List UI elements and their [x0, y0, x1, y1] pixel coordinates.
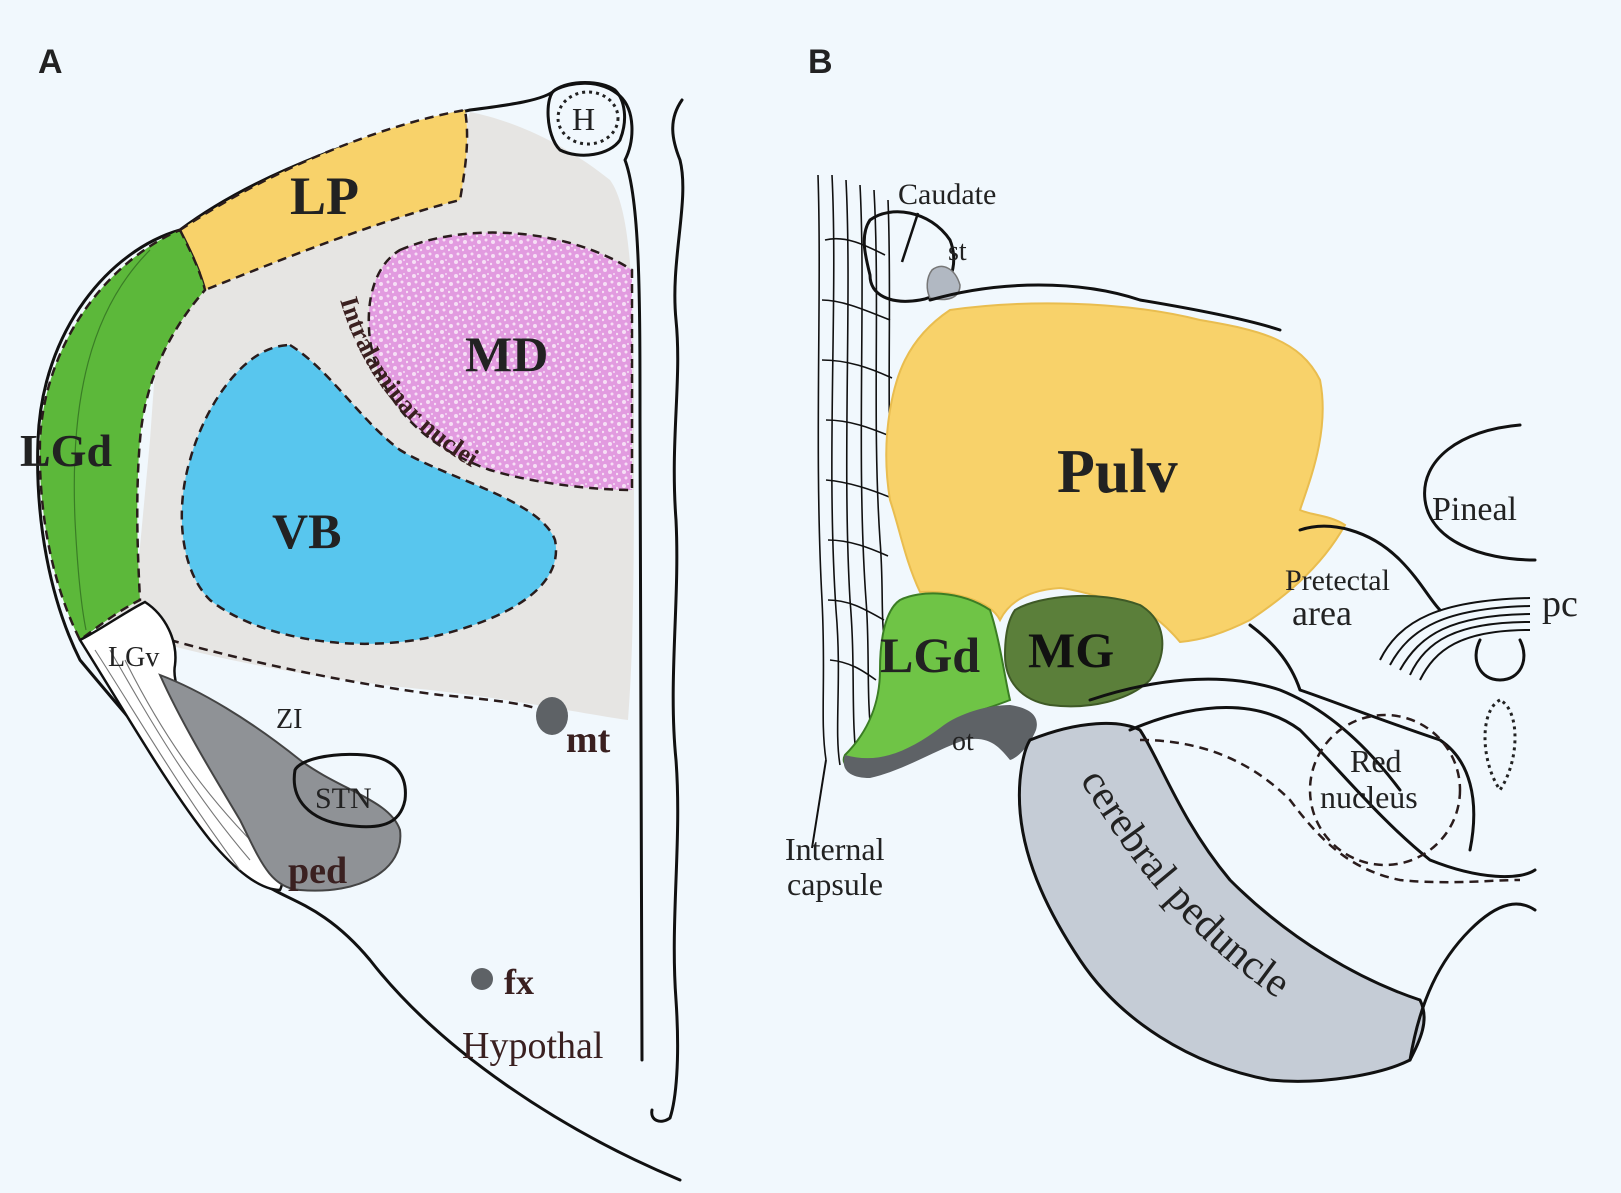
zi-label: ZI — [276, 704, 302, 735]
lgd-label-a: LGd — [20, 425, 112, 476]
pc-fibers — [1380, 598, 1530, 680]
aqueduct-structure — [1476, 640, 1524, 680]
panel-b: B Caudate st Pulv LGd ot MG — [785, 43, 1578, 1081]
ped-label: ped — [288, 850, 347, 892]
mt-label: mt — [566, 719, 611, 761]
caudate-pointer — [902, 213, 918, 262]
midbrain-outline-5 — [1410, 904, 1535, 1060]
ic-label-1: Internal — [785, 831, 885, 867]
fx-dot — [471, 968, 493, 990]
red-label-2: nucleus — [1320, 779, 1418, 815]
st-label: st — [948, 236, 967, 267]
caudate-label: Caudate — [898, 178, 996, 211]
mg-label: MG — [1028, 622, 1114, 678]
lgd-label-b: LGd — [880, 627, 980, 683]
area-label: area — [1292, 593, 1352, 633]
midline — [652, 100, 683, 1121]
pc-label: pc — [1542, 583, 1578, 625]
pineal-label: Pineal — [1432, 491, 1517, 528]
mt-dot — [536, 697, 568, 735]
vb-label: VB — [272, 503, 341, 559]
fx-label: fx — [504, 962, 534, 1002]
hypothal-label: Hypothal — [462, 1025, 603, 1067]
dotted-structure — [1485, 700, 1515, 790]
panel-a-letter: A — [38, 43, 63, 81]
lgv-label: LGv — [108, 642, 159, 673]
panel-a: A LP LGd H MD Intralaminar nuclei VB — [20, 43, 683, 1180]
ot-label: ot — [952, 726, 974, 757]
pulv-label: Pulv — [1057, 438, 1178, 506]
md-label: MD — [465, 326, 548, 382]
red-label-1: Red — [1350, 743, 1402, 779]
ic-label-2: capsule — [787, 866, 883, 902]
stn-label: STN — [315, 782, 372, 815]
lp-label: LP — [290, 166, 359, 226]
panel-b-letter: B — [808, 43, 833, 81]
h-label: H — [572, 101, 595, 137]
